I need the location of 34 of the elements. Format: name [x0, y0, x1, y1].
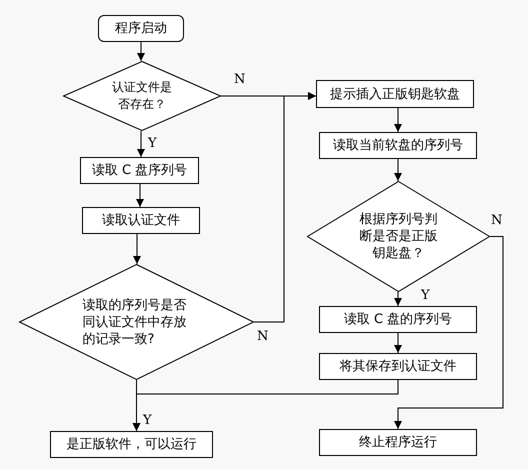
node-text: 认证文件是否存在？ — [111, 79, 173, 113]
node-text: 读取的序列号是否同认证文件中存放的记录一致? — [82, 296, 188, 348]
node-text: 读取认证文件 — [102, 212, 180, 229]
decision-diamond — [63, 61, 221, 131]
process-box — [50, 431, 213, 458]
node-text: 是正版软件，可以运行 — [66, 436, 196, 453]
start-box — [98, 15, 184, 42]
arrow — [394, 292, 402, 306]
arrow — [394, 108, 402, 132]
node-text: 将其保存到认证文件 — [340, 358, 456, 375]
decision-diamond — [19, 264, 254, 380]
process-box — [319, 306, 477, 333]
arrow — [136, 184, 144, 208]
process-box — [316, 80, 474, 108]
arrow — [394, 158, 402, 182]
process-box — [82, 207, 200, 234]
process-box — [319, 353, 477, 380]
node-text: 读取 C 盘序列号 — [92, 162, 188, 179]
arrow — [394, 332, 402, 354]
arrow — [137, 130, 145, 158]
process-box — [319, 132, 477, 159]
arrow — [394, 236, 504, 430]
node-text: 读取当前软盘的序列号 — [333, 137, 463, 154]
arrow — [254, 92, 316, 322]
node-text: 终止程序运行 — [359, 434, 437, 451]
node-text: 程序启动 — [115, 20, 167, 37]
node-text: 根据序列号判断是否是正版钥匙盘？ — [358, 211, 438, 262]
arrow — [137, 42, 145, 62]
node-text: 读取 C 盘的序列号 — [344, 311, 452, 328]
node-text: 提示插入正版钥匙软盘 — [330, 86, 460, 102]
process-box — [319, 429, 477, 456]
arrow — [132, 380, 398, 432]
process-box — [80, 157, 199, 184]
arrow — [133, 234, 141, 264]
